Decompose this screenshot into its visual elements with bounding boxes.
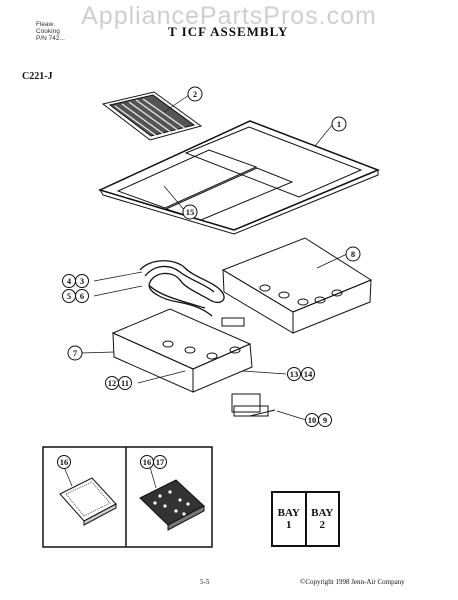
- bay-1-label: BAY: [277, 507, 300, 519]
- callout-11: 11: [118, 376, 132, 390]
- svg-text:13: 13: [290, 369, 299, 379]
- callout-7: 7: [67, 345, 83, 361]
- callout-17: 17: [153, 455, 167, 469]
- callout-5: 5: [62, 289, 76, 303]
- bay-2-label: BAY: [311, 507, 334, 519]
- svg-text:5: 5: [67, 291, 71, 301]
- rock-grate-part: [139, 479, 205, 531]
- svg-text:15: 15: [186, 207, 195, 217]
- callout-16: 16: [57, 455, 71, 469]
- header-info: Fleaw Cooking P/N 742...: [36, 21, 65, 42]
- svg-text:2: 2: [193, 89, 197, 99]
- svg-text:8: 8: [351, 249, 355, 259]
- header-line-2: Cooking: [36, 28, 60, 35]
- callout-16b: 16: [140, 455, 154, 469]
- model-number: C221-J: [22, 71, 53, 82]
- grate-part: [59, 477, 117, 526]
- callout-3: 3: [75, 274, 89, 288]
- heating-element-part: [139, 260, 245, 327]
- svg-text:7: 7: [73, 348, 78, 358]
- svg-text:10: 10: [308, 415, 317, 425]
- bracket-part: [231, 393, 276, 417]
- svg-text:12: 12: [108, 378, 117, 388]
- accessory-inset: 16 16 17: [42, 446, 213, 548]
- svg-text:1: 1: [337, 119, 341, 129]
- callout-14: 14: [301, 367, 315, 381]
- callout-2: 2: [187, 86, 203, 102]
- callout-1: 1: [331, 116, 347, 132]
- callout-13: 13: [287, 367, 301, 381]
- svg-text:9: 9: [323, 415, 327, 425]
- grille-part: [101, 91, 203, 141]
- bay-1: BAY 1: [273, 493, 305, 545]
- page-number: 5-5: [200, 578, 210, 586]
- callout-6: 6: [75, 289, 89, 303]
- watermark: AppliancePartsPros.com: [81, 2, 377, 30]
- bay-legend: BAY 1 BAY 2: [271, 491, 340, 547]
- callout-4: 4: [62, 274, 76, 288]
- leader-lines: [80, 94, 348, 421]
- svg-text:3: 3: [80, 276, 84, 286]
- drip-pan-left-part: [111, 308, 253, 393]
- bay-2-number: 2: [319, 519, 326, 531]
- page-title: T ICF ASSEMBLY: [168, 24, 289, 39]
- header-line-3: P/N 742...: [36, 35, 65, 42]
- copyright-text: ©Copyright 1998 Jenn-Air Company: [300, 578, 405, 586]
- svg-text:16: 16: [143, 457, 152, 467]
- drip-pan-right-part: [221, 237, 373, 334]
- svg-text:6: 6: [80, 291, 84, 301]
- callout-12: 12: [105, 376, 119, 390]
- svg-text:4: 4: [67, 276, 72, 286]
- bay-1-number: 1: [286, 519, 292, 531]
- svg-text:17: 17: [156, 457, 165, 467]
- header-line-1: Fleaw: [36, 21, 54, 28]
- top-frame-part: [97, 120, 381, 235]
- callout-8: 8: [345, 246, 361, 262]
- callout-9: 9: [318, 413, 332, 427]
- bay-2: BAY 2: [304, 493, 339, 545]
- callout-15: 15: [182, 204, 198, 220]
- svg-text:11: 11: [121, 378, 129, 388]
- callout-10: 10: [305, 413, 319, 427]
- svg-text:16: 16: [60, 457, 69, 467]
- svg-text:14: 14: [304, 369, 313, 379]
